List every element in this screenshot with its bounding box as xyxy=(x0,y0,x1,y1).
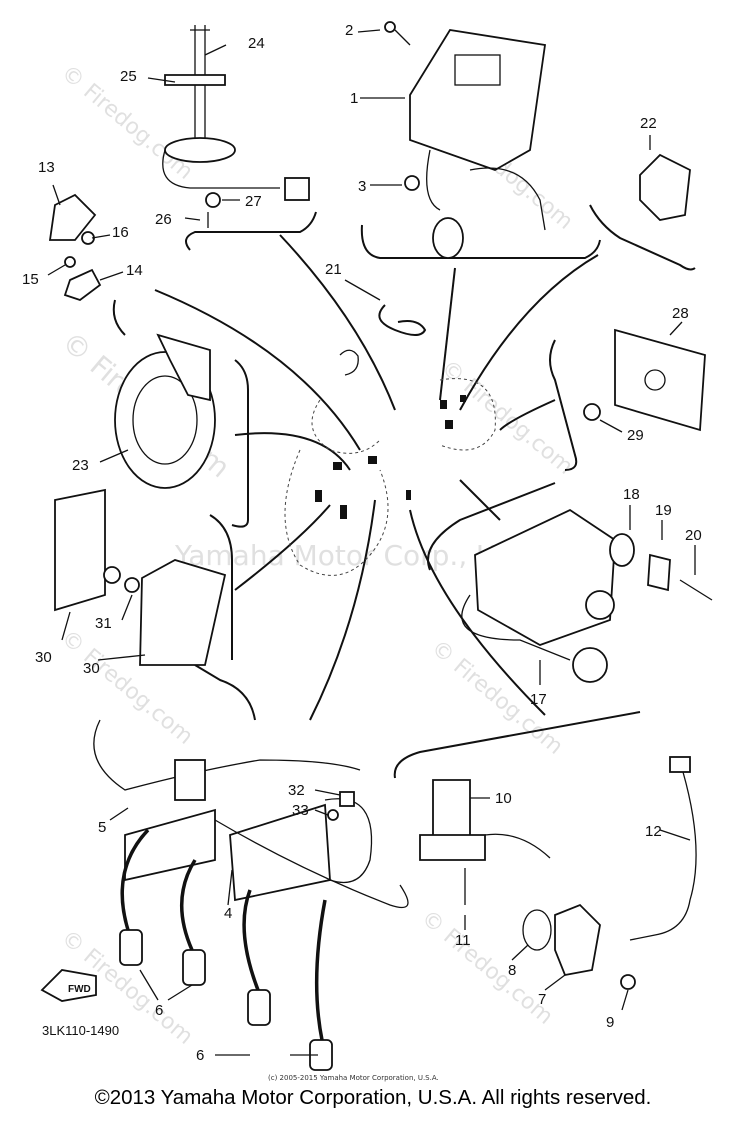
callout-15: 15 xyxy=(22,271,39,288)
bracket-top-center xyxy=(360,224,601,259)
watermark-firedog: © Firedog.com xyxy=(416,905,557,1029)
bracket-horn xyxy=(231,359,249,528)
leader-sensor xyxy=(409,509,546,716)
leader-coil xyxy=(309,499,376,721)
leader-fuel-gauge xyxy=(279,234,396,411)
callout-13: 13 xyxy=(38,159,55,176)
bracket-sensor xyxy=(393,711,641,779)
callout-2: 2 xyxy=(345,22,353,39)
callout-30-lower: 30 xyxy=(83,660,100,677)
callout-6-lower: 6 xyxy=(196,1047,204,1064)
diagram-reference-code: 3LK110-1490 xyxy=(42,1023,119,1038)
callout-8: 8 xyxy=(508,962,516,979)
leader-plate xyxy=(459,254,599,411)
leader-horn xyxy=(234,432,351,471)
callout-1: 1 xyxy=(350,90,358,107)
bracket-top-left xyxy=(185,211,317,251)
fwd-arrow: FWD xyxy=(40,969,97,1002)
sensor-part xyxy=(419,779,551,905)
callout-33: 33 xyxy=(292,802,309,819)
callout-12: 12 xyxy=(645,823,662,840)
part-22-cap xyxy=(639,153,691,221)
callout-17: 17 xyxy=(530,691,547,708)
callout-11: 11 xyxy=(455,932,471,949)
horn-part xyxy=(114,333,216,489)
watermark-firedog: © Firedog.com xyxy=(436,355,577,479)
plug-leads-part xyxy=(119,828,333,1071)
small-credit-line: (c) 2005-2015 Yamaha Motor Corporation, … xyxy=(268,1074,439,1082)
callout-25: 25 xyxy=(120,68,137,85)
callout-21: 21 xyxy=(325,261,342,278)
leader-relay xyxy=(459,479,501,521)
callout-4: 4 xyxy=(224,905,232,922)
plate-parts xyxy=(583,328,706,432)
bracket-reflector xyxy=(209,514,233,660)
callout-20: 20 xyxy=(685,527,702,544)
bracket-top-right xyxy=(589,204,696,271)
group-brackets xyxy=(112,204,696,779)
ignition-coils-part xyxy=(93,719,409,909)
part-21-clip xyxy=(378,304,427,336)
callout-18: 18 xyxy=(623,486,640,503)
exploded-parts-diagram: © Firedog.com © Firedog.com © Firedog.co… xyxy=(22,21,713,1082)
reflector-parts xyxy=(54,488,227,666)
leader-switches xyxy=(154,289,361,451)
callout-19: 19 xyxy=(655,502,672,519)
sensor-lead-part xyxy=(629,756,697,941)
starter-relay-part xyxy=(461,508,713,683)
callout-30-upper: 30 xyxy=(35,649,52,666)
callout-16: 16 xyxy=(112,224,129,241)
callout-labels: 24 25 2 1 3 13 16 15 14 26 27 22 21 28 2… xyxy=(22,22,702,1064)
callout-29: 29 xyxy=(627,427,644,444)
igniter-unit-part xyxy=(384,21,547,259)
callout-27: 27 xyxy=(245,193,262,210)
callout-28: 28 xyxy=(672,305,689,322)
callout-24: 24 xyxy=(248,35,265,52)
pickup-part xyxy=(522,903,636,990)
callout-22: 22 xyxy=(640,115,657,132)
fwd-label: FWD xyxy=(68,984,91,995)
callout-26: 26 xyxy=(155,211,172,228)
bracket-tail xyxy=(549,339,578,471)
switch-parts xyxy=(48,193,102,302)
callout-10: 10 xyxy=(495,790,512,807)
bracket-left xyxy=(112,299,126,336)
bracket-relay xyxy=(427,482,556,571)
callout-leaders xyxy=(47,29,696,1056)
callout-3: 3 xyxy=(358,178,366,195)
callout-23: 23 xyxy=(72,457,89,474)
callout-9: 9 xyxy=(606,1014,614,1031)
frame-outline xyxy=(284,349,496,576)
leader-reflector xyxy=(234,504,331,591)
leader-tail xyxy=(499,399,556,431)
leader-igniter xyxy=(439,267,456,401)
fuel-sender-part xyxy=(162,25,310,228)
callout-32: 32 xyxy=(288,782,305,799)
callout-31: 31 xyxy=(95,615,112,632)
copyright-notice: ©2013 Yamaha Motor Corporation, U.S.A. A… xyxy=(94,1086,652,1109)
callout-14: 14 xyxy=(126,262,143,279)
bracket-coil xyxy=(194,664,256,721)
callout-6-upper: 6 xyxy=(155,1002,163,1019)
callout-7: 7 xyxy=(538,991,546,1008)
callout-5: 5 xyxy=(98,819,106,836)
